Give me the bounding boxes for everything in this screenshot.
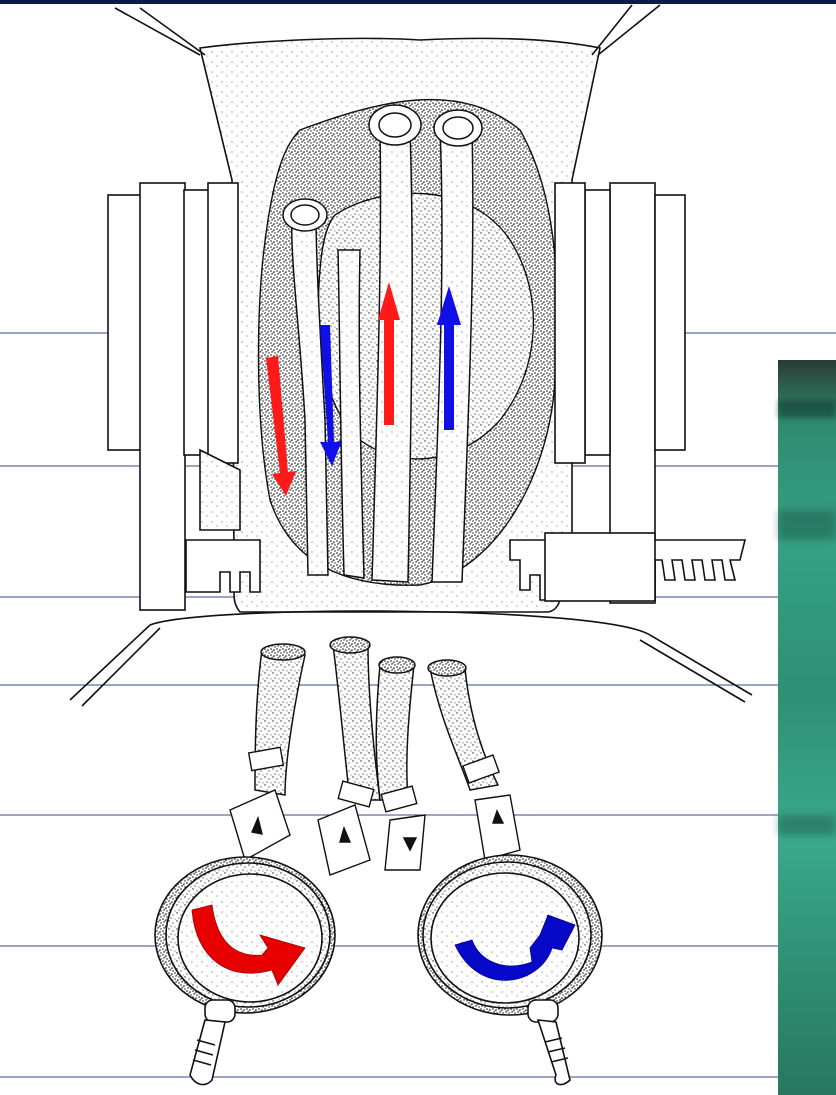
cannula-icon (255, 637, 498, 800)
retractor-icon (108, 183, 260, 610)
